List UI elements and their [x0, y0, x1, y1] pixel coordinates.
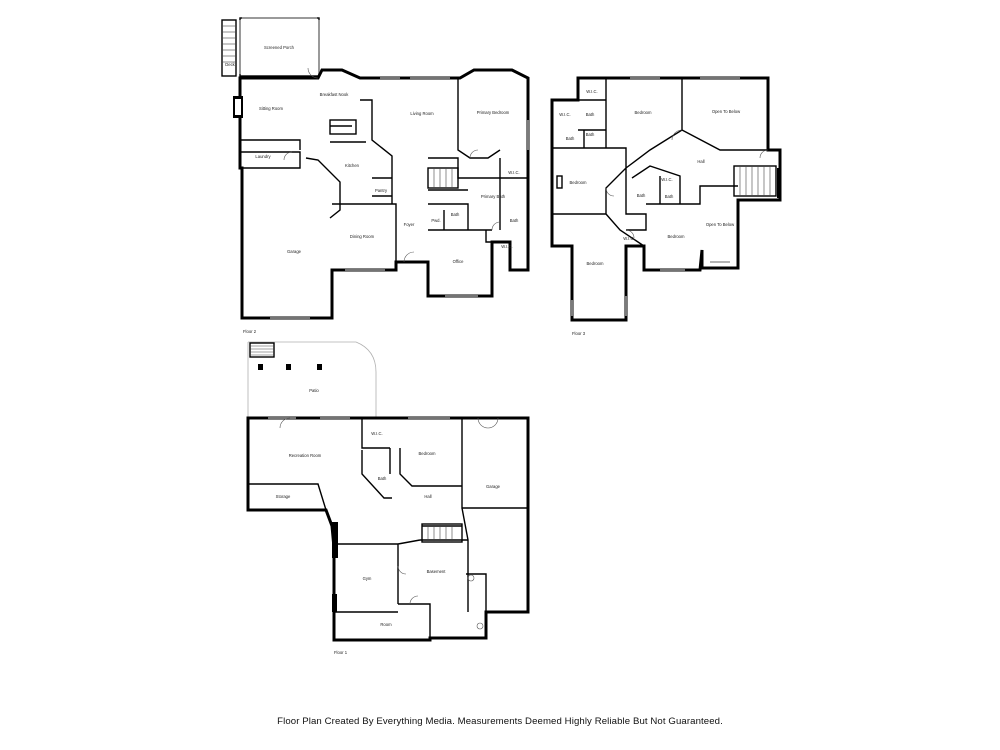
floor-2-interior-walls — [240, 78, 528, 262]
room-label: Sitting Room — [259, 106, 283, 111]
room-label: Hall — [424, 494, 431, 499]
room-label: Storage — [276, 494, 291, 499]
room-label: Garage — [486, 484, 501, 489]
deck-stairs — [221, 19, 237, 77]
floor-label: Floor 3 — [572, 331, 586, 336]
room-label: Bedroom — [635, 110, 653, 115]
room-label: Screened Porch — [264, 45, 295, 50]
patio-post — [258, 364, 263, 370]
room-label: W.I.C. — [501, 244, 512, 249]
room-label: Room — [380, 622, 392, 627]
room-label: Living Room — [410, 111, 434, 116]
room-label: Bath — [378, 476, 387, 481]
room-label: Bedroom — [419, 451, 437, 456]
floor-1-plan: Patio W.I.C. Recreation Room Bedroom Gar… — [246, 341, 530, 655]
patio-stairs — [249, 342, 275, 358]
room-label: W.I.C. — [559, 112, 570, 117]
floor-2-stairs — [427, 167, 459, 189]
kitchen-island — [329, 119, 357, 135]
room-label: Gym — [363, 576, 372, 581]
room-label: Office — [453, 259, 465, 264]
room-label: Patio — [309, 388, 319, 393]
room-label: W.I.C. — [371, 431, 382, 436]
room-label: Primary Bedroom — [477, 110, 510, 115]
room-label: Basement — [427, 569, 447, 574]
disclaimer-text: Floor Plan Created By Everything Media. … — [277, 716, 723, 727]
room-label: Bath — [586, 132, 595, 137]
room-label: Bedroom — [587, 261, 605, 266]
room-label: Garage — [287, 249, 302, 254]
patio-outline — [247, 341, 377, 418]
room-label: Hall — [697, 159, 704, 164]
floor-1-stairs — [421, 523, 463, 543]
room-label: Recreation Room — [289, 453, 322, 458]
room-label: Breakfast Nook — [320, 92, 350, 97]
floor-2-plan: Screened Porch Deck Breakfast Nook Sitti… — [221, 17, 530, 334]
room-label: Bath — [451, 212, 460, 217]
room-label: Bath — [665, 194, 674, 199]
patio-post — [317, 364, 322, 370]
floor-3-interior-walls — [552, 78, 768, 247]
floor-label: Floor 1 — [334, 650, 348, 655]
room-label: Bath — [510, 218, 519, 223]
room-label: W.I.C. — [508, 170, 519, 175]
room-label: Open To Below — [706, 222, 735, 227]
patio-post — [286, 364, 291, 370]
room-label: Dining Room — [350, 234, 375, 239]
room-label: Kitchen — [345, 163, 360, 168]
room-label: Pantry — [375, 188, 388, 193]
room-label: Bath — [566, 136, 575, 141]
room-label: Foyer — [404, 222, 415, 227]
room-label: Pwd. — [431, 218, 440, 223]
room-label: Primary Bath — [481, 194, 506, 199]
floor-3-stairs — [733, 165, 777, 197]
room-label: Laundry — [255, 154, 271, 159]
room-label: Deck — [225, 62, 235, 67]
room-label: Open To Below — [712, 109, 741, 114]
room-label: W.I.C. — [586, 89, 597, 94]
floor-1-interior-walls — [248, 418, 528, 640]
room-label: Bath — [637, 193, 646, 198]
room-label: W.I.C. — [623, 236, 634, 241]
room-label: W.I.C. — [661, 177, 672, 182]
floor-label: Floor 2 — [243, 329, 257, 334]
room-label: Bedroom — [668, 234, 686, 239]
room-label: Bedroom — [570, 180, 588, 185]
floor-3-plan: W.I.C. W.I.C. Bath Bath Bedroom Open To … — [550, 76, 782, 336]
room-label: Bath — [586, 112, 595, 117]
